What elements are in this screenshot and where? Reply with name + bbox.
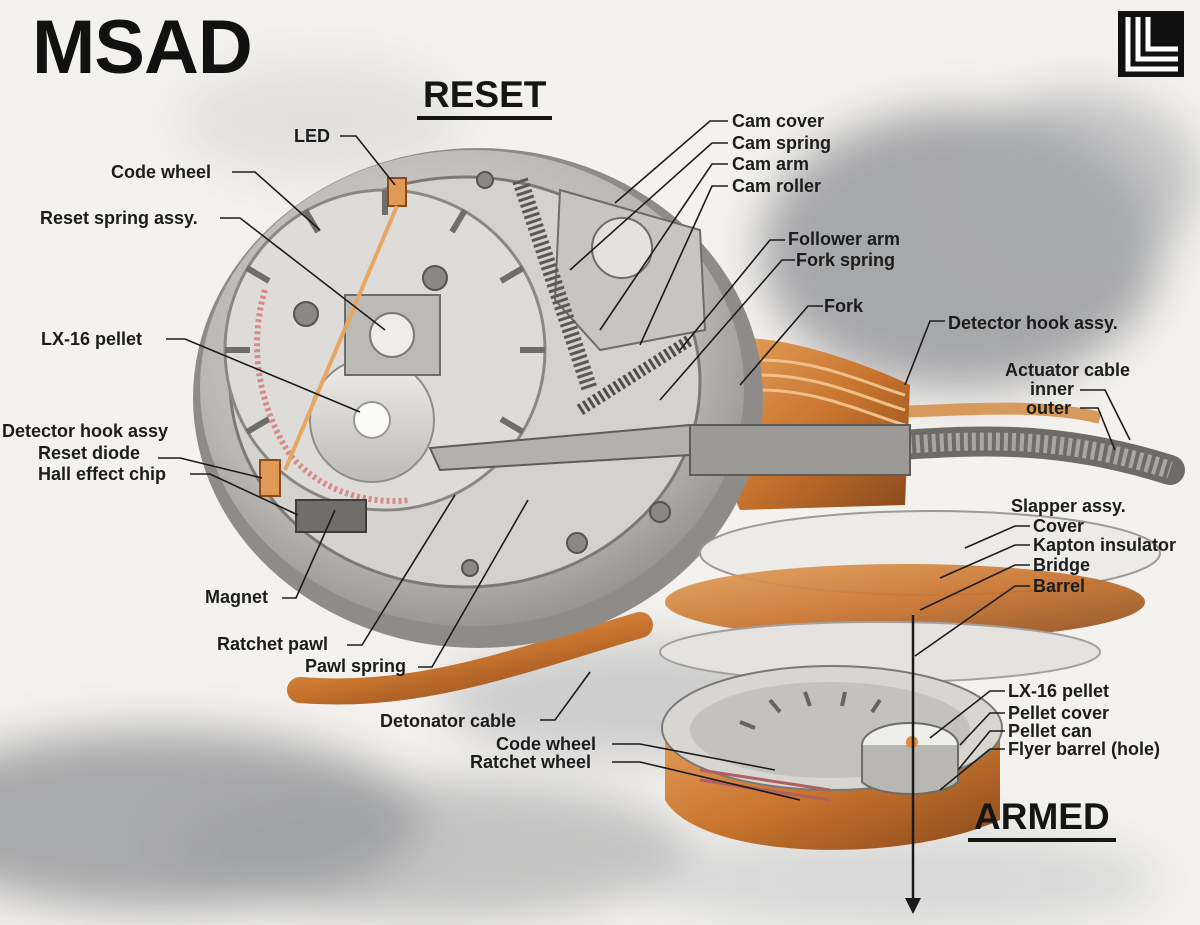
label-magnet: Magnet (205, 587, 268, 607)
diagram-title: MSAD (32, 5, 253, 90)
reset-housing (193, 148, 911, 648)
label-pellet-cover: Pellet cover (1008, 703, 1110, 723)
label-slapper-assy: Slapper assy. (1011, 496, 1126, 516)
armed-housing (661, 665, 1003, 850)
label-inner: inner (1030, 379, 1075, 399)
label-cam-roller: Cam roller (732, 176, 822, 196)
label-lx16-pellet-armed: LX-16 pellet (1008, 681, 1110, 701)
label-code-wheel-armed: Code wheel (496, 734, 597, 754)
label-lx16-pellet: LX-16 pellet (41, 329, 143, 349)
label-flyer-barrel: Flyer barrel (hole) (1008, 739, 1161, 759)
label-barrel: Barrel (1033, 576, 1086, 596)
smoke-background (0, 60, 1200, 925)
label-cam-spring: Cam spring (732, 133, 832, 153)
label-cover: Cover (1033, 516, 1085, 536)
actuator-cable (885, 402, 1185, 485)
label-fork: Fork (824, 296, 864, 316)
flyer-path-arrow (905, 615, 921, 914)
label-led: LED (294, 126, 330, 146)
label-ratchet-pawl: Ratchet pawl (217, 634, 329, 654)
label-fork-spring: Fork spring (796, 250, 896, 270)
leader-lines (158, 120, 1131, 801)
detonator-cable (287, 612, 653, 705)
label-hall-effect-chip: Hall effect chip (38, 464, 167, 484)
label-detector-hook-assy-left: Detector hook assy (2, 421, 169, 441)
label-outer: outer (1026, 398, 1071, 418)
llnl-logo-icon (1118, 11, 1184, 77)
label-reset-spring-assy: Reset spring assy. (40, 208, 198, 228)
label-bridge: Bridge (1033, 555, 1091, 575)
label-ratchet-wheel: Ratchet wheel (470, 752, 592, 772)
slapper-assembly (659, 510, 1161, 683)
label-code-wheel: Code wheel (111, 162, 212, 182)
label-detonator-cable: Detonator cable (380, 711, 517, 731)
label-detector-hook-assy-right: Detector hook assy. (948, 313, 1118, 333)
label-follower-arm: Follower arm (788, 229, 901, 249)
state-label-armed: ARMED (968, 797, 1116, 842)
label-cam-arm: Cam arm (732, 154, 810, 174)
label-actuator-cable: Actuator cable (1005, 360, 1131, 380)
label-reset-diode: Reset diode (38, 443, 141, 463)
label-pellet-can: Pellet can (1008, 721, 1093, 741)
label-cam-cover: Cam cover (732, 111, 825, 131)
label-pawl-spring: Pawl spring (305, 656, 407, 676)
label-kapton-insulator: Kapton insulator (1033, 535, 1176, 555)
state-label-reset: RESET (417, 75, 553, 120)
